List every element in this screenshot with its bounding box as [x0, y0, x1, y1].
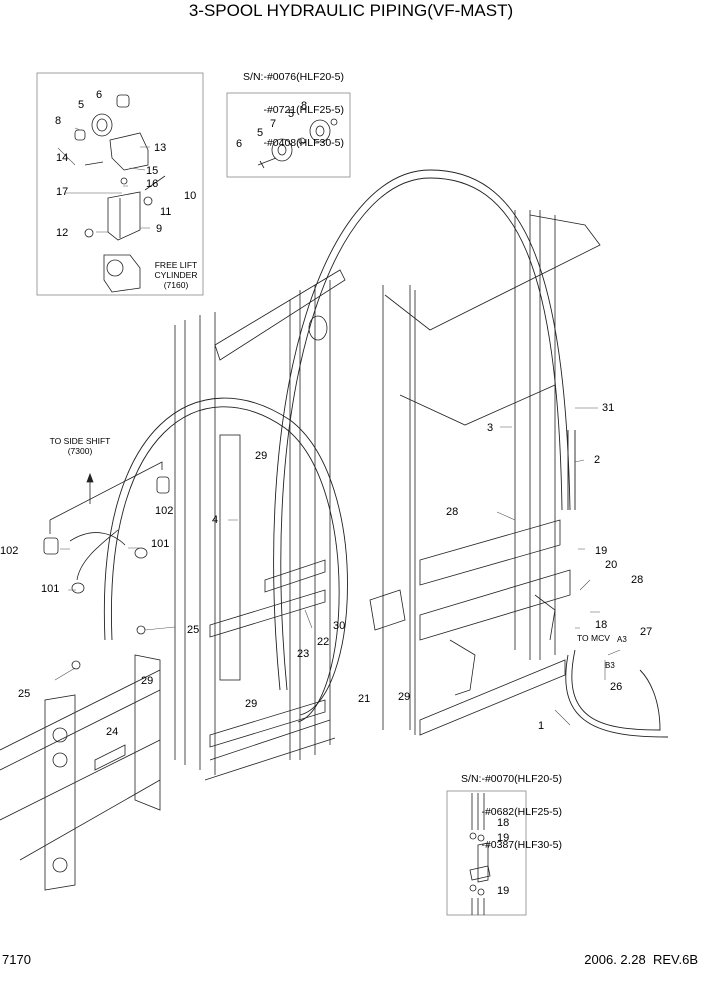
- callout-21: 21: [358, 693, 371, 705]
- left-mast-outline: [174, 269, 346, 781]
- right-mast-outline: [369, 210, 601, 736]
- callout-29d: 29: [398, 691, 411, 703]
- callout-25b: 25: [18, 688, 31, 700]
- serial-line-3: -#0408(HLF30-5): [263, 137, 344, 149]
- callout-101b: 101: [41, 583, 60, 595]
- callout-13: 13: [154, 142, 167, 154]
- callout-6-inset1: 6: [96, 89, 103, 101]
- side-shift-line-2: (7300): [67, 446, 93, 456]
- serial-line-1: S/N:-#0076(HLF20-5): [243, 71, 344, 83]
- callout-7-inset2: 7: [270, 118, 277, 130]
- callout-15: 15: [146, 165, 159, 177]
- callout-5-inset1: 5: [78, 99, 85, 111]
- callout-18-inset3: 18: [497, 817, 510, 829]
- callout-29b: 29: [141, 675, 154, 687]
- sheave-serial-note: S/N:-#0076(HLF20-5) -#0721(HLF25-5) -#04…: [224, 50, 344, 160]
- callout-18: 18: [595, 619, 608, 631]
- leader-lines: [54, 127, 621, 726]
- callout-11: 11: [160, 206, 172, 218]
- callout-17: 17: [56, 186, 69, 198]
- callout-28b: 28: [631, 574, 644, 586]
- callout-3: 3: [487, 422, 494, 434]
- free-lift-parts: [74, 94, 166, 293]
- callout-2: 2: [594, 454, 601, 466]
- port-b3-label: B3: [605, 661, 615, 670]
- callout-27: 27: [640, 626, 653, 638]
- callout-26: 26: [610, 681, 623, 693]
- callout-19a-inset3: 19: [497, 832, 510, 844]
- serial-line-2: -#0721(HLF25-5): [263, 104, 344, 116]
- callout-25a: 25: [187, 624, 200, 636]
- free-lift-cylinder-note: FREE LIFT CYLINDER (7160): [146, 260, 206, 290]
- callout-6-inset2: 6: [236, 138, 243, 150]
- bracket-inset-parts: [469, 793, 491, 915]
- note-line-1: FREE LIFT: [154, 260, 198, 270]
- sheave-parts: [257, 118, 338, 169]
- callout-24: 24: [106, 726, 119, 738]
- hydraulic-hoses: [103, 169, 669, 738]
- port-a3-label: A3: [617, 635, 627, 644]
- callout-12: 12: [56, 227, 69, 239]
- callout-28a: 28: [446, 506, 459, 518]
- callout-102b: 102: [0, 545, 19, 557]
- bracket-serial-note: S/N:-#0070(HLF20-5) -#0682(HLF25-5) -#03…: [440, 752, 562, 862]
- carriage-outline: [0, 654, 161, 891]
- inset-sheave-frame: [226, 92, 351, 178]
- inset-free-lift-frame: [36, 72, 204, 296]
- side-shift-note: TO SIDE SHIFT (7300): [40, 436, 120, 456]
- callout-31: 31: [602, 402, 615, 414]
- inset-bracket-frame: [446, 790, 527, 916]
- callout-20: 20: [605, 559, 618, 571]
- callout-9: 9: [156, 223, 163, 235]
- callout-19b-inset3: 19: [497, 885, 510, 897]
- side-shift-fittings: [43, 461, 170, 670]
- callout-5b-inset2: 5: [257, 127, 264, 139]
- serial-line-1: S/N:-#0070(HLF20-5): [461, 773, 562, 785]
- serial-line-2: -#0682(HLF25-5): [481, 806, 562, 818]
- callout-14: 14: [56, 152, 69, 164]
- callout-19: 19: [595, 545, 608, 557]
- to-mcv-label: TO MCV: [577, 633, 610, 643]
- page-code: 7170: [2, 952, 31, 967]
- callout-29a: 29: [255, 450, 268, 462]
- callout-101a: 101: [151, 538, 170, 550]
- callout-16: 16: [146, 178, 159, 190]
- callout-23: 23: [297, 648, 310, 660]
- callout-102a: 102: [155, 505, 174, 517]
- callout-29c: 29: [245, 698, 258, 710]
- callout-8-inset2: 8: [301, 100, 308, 112]
- callout-10: 10: [184, 190, 197, 202]
- callout-5a-inset2: 5: [288, 108, 295, 120]
- revision-date: 2006. 2.28 REV.6B: [584, 952, 698, 967]
- callout-8-inset1: 8: [55, 115, 62, 127]
- callout-22: 22: [317, 636, 330, 648]
- callout-4: 4: [212, 514, 219, 526]
- callout-1: 1: [538, 720, 545, 732]
- note-line-2: CYLINDER: [154, 270, 198, 280]
- note-line-3: (7160): [163, 280, 189, 290]
- side-shift-line-1: TO SIDE SHIFT: [49, 436, 111, 446]
- page-title: 3-SPOOL HYDRAULIC PIPING(VF-MAST): [188, 1, 514, 20]
- callout-30: 30: [333, 620, 346, 632]
- serial-line-3: -#0387(HLF30-5): [481, 839, 562, 851]
